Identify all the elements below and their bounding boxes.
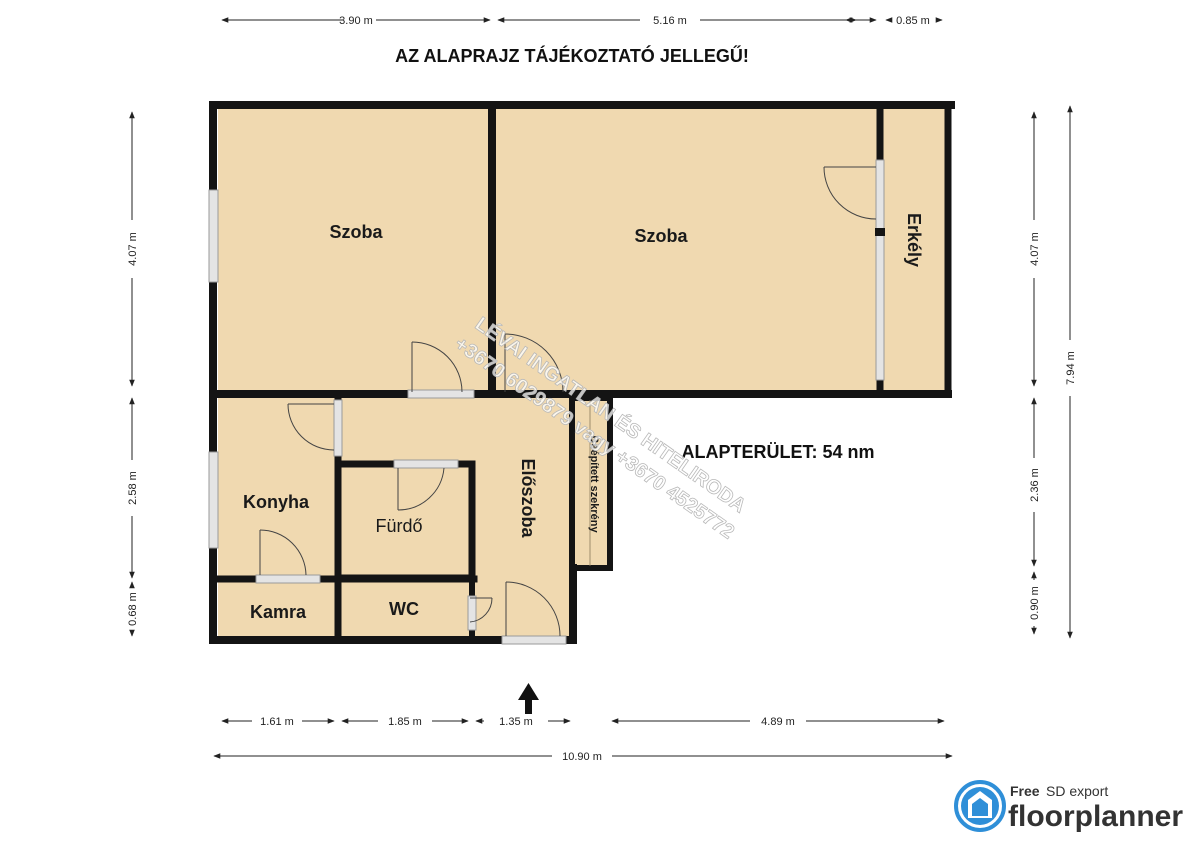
room-szoba-left — [218, 108, 492, 394]
dim-right-3: 0.90 m — [1029, 586, 1041, 620]
label-erkely: Erkély — [904, 213, 924, 267]
window-konyha-kamra — [255, 574, 321, 584]
room-erkely — [880, 108, 948, 394]
windows — [208, 159, 885, 645]
notice-title: AZ ALAPRAJZ TÁJÉKOZTATÓ JELLEGŰ! — [395, 45, 749, 66]
dimensions-right — [1031, 105, 1073, 639]
floorplanner-logo — [954, 780, 1006, 832]
window-erkely-mullion — [875, 228, 885, 236]
window-erkely — [875, 159, 885, 381]
brand-free: Free — [1010, 783, 1040, 799]
label-kamra: Kamra — [250, 602, 307, 622]
dim-right-2: 2.36 m — [1029, 468, 1041, 502]
window-eloszoba-door — [501, 635, 567, 645]
doors — [259, 166, 877, 637]
window-wc — [467, 595, 477, 631]
room-szoba-right — [492, 108, 880, 394]
dim-bottom-1: 1.61 m — [260, 716, 294, 728]
label-wc: WC — [389, 599, 419, 619]
window-szoba-left — [208, 189, 219, 283]
label-eloszoba: Előszoba — [518, 458, 538, 538]
window-szoba-eloszoba — [407, 389, 475, 399]
room-szekreny — [572, 394, 610, 568]
dim-left-1: 4.07 m — [127, 232, 139, 266]
dim-bottom-4: 4.89 m — [761, 716, 795, 728]
floorplanner-logo-icon — [954, 780, 1006, 832]
label-konyha: Konyha — [243, 492, 310, 512]
label-szoba-left: Szoba — [329, 222, 383, 242]
area-label: ALAPTERÜLET: 54 nm — [681, 442, 874, 462]
brand-name: floorplanner — [1008, 800, 1183, 833]
label-szekreny: Beépített szekrény — [588, 435, 600, 533]
room-eloszoba — [338, 394, 572, 638]
dim-top-2: 5.16 m — [653, 15, 687, 27]
arrow-up-icon — [518, 683, 539, 714]
brand-export: SD export — [1046, 783, 1108, 799]
room-kamra — [218, 580, 338, 638]
dim-top-1: 3.90 m — [339, 15, 373, 27]
dimensions-bottom — [213, 718, 953, 759]
dim-left-3: 0.68 m — [127, 592, 139, 626]
dim-right-total: 7.94 m — [1065, 351, 1077, 385]
window-konyha — [208, 451, 219, 549]
label-szoba-right: Szoba — [634, 226, 688, 246]
label-furdo: Fürdő — [375, 516, 422, 536]
dim-top-3: 0.85 m — [896, 15, 930, 27]
room-konyha — [218, 394, 338, 580]
dim-right-1: 4.07 m — [1029, 232, 1041, 266]
dim-bottom-total: 10.90 m — [562, 751, 602, 763]
window-furdo — [393, 459, 459, 469]
dim-bottom-3: 1.35 m — [499, 716, 533, 728]
room-fills — [218, 108, 948, 638]
dim-bottom-2: 1.85 m — [388, 716, 422, 728]
window-konyha-door — [333, 399, 343, 457]
dim-left-2: 2.58 m — [127, 471, 139, 505]
